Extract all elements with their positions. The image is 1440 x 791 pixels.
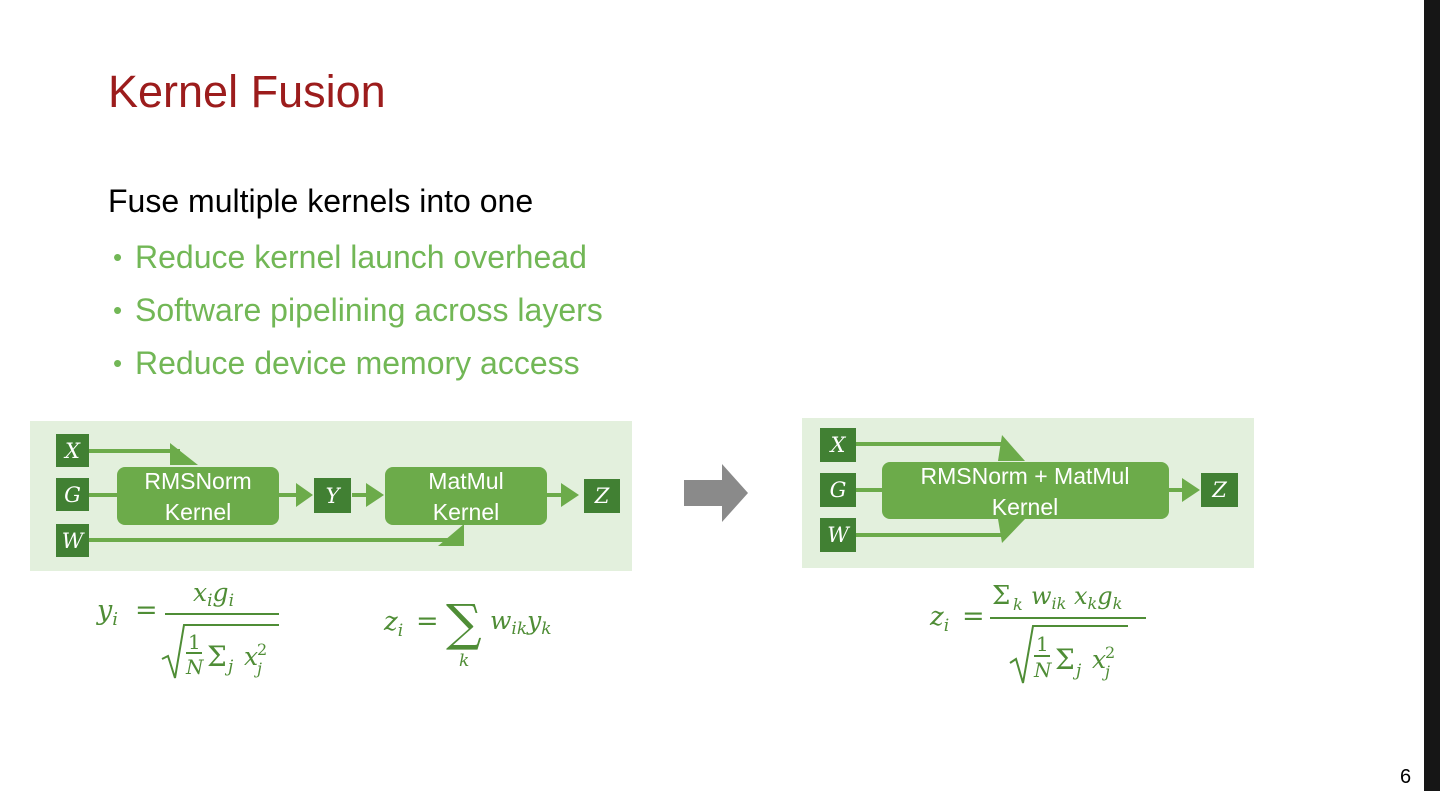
fused-kernel-box	[882, 462, 1169, 519]
fused-formula: zi = Σ k wik xkgk 1 N Σ j x j 2	[929, 581, 1146, 684]
norm-to-y-head	[296, 483, 313, 507]
intermediate-y-label: Y	[326, 484, 342, 508]
svg-text:Σ: Σ	[1055, 643, 1075, 676]
svg-text:1: 1	[1036, 632, 1049, 656]
svg-text:x: x	[1092, 645, 1106, 674]
svg-text:=: =	[962, 601, 985, 632]
svg-text:wik xkgk: wik xkgk	[1031, 582, 1122, 613]
bullet-item: • Reduce device memory access	[113, 342, 603, 395]
input-g-label: G	[64, 483, 81, 507]
input-w-label: W	[827, 523, 851, 547]
svg-text:N: N	[1033, 658, 1053, 682]
fused-diagram: X G W RMSNorm + MatMul Kernel Z	[802, 418, 1254, 568]
bullet-item: • Reduce kernel launch overhead	[113, 236, 603, 289]
output-z-label: Z	[1211, 478, 1227, 502]
svg-text:N: N	[185, 655, 205, 679]
svg-text:∑: ∑	[446, 594, 482, 652]
rmsnorm-kernel-label-1: RMSNorm	[144, 468, 251, 494]
svg-text:k: k	[1013, 595, 1023, 614]
svg-text:j: j	[1072, 661, 1082, 681]
input-x-box	[56, 434, 89, 467]
bullet-dot-icon: •	[113, 348, 123, 378]
right-arrow-icon	[684, 464, 748, 522]
svg-text:k: k	[459, 651, 469, 671]
bullet-item: • Software pipelining across layers	[113, 289, 603, 342]
svg-text:yi: yi	[96, 595, 118, 630]
page-number: 6	[1400, 766, 1412, 788]
unfused-diagram: X G W RMSNorm Kernel Y MatMul Kernel Z	[30, 421, 632, 571]
window-edge	[1424, 0, 1440, 791]
input-g-box	[56, 478, 89, 511]
svg-text:j: j	[1102, 662, 1110, 681]
svg-text:2: 2	[1105, 643, 1115, 662]
lead-text: Fuse multiple kernels into one	[108, 183, 534, 219]
x-arrow-head	[170, 443, 198, 465]
input-x-label: X	[829, 433, 847, 457]
fused-kernel-label-1: RMSNorm + MatMul	[921, 463, 1130, 489]
matmul-kernel-label-2: Kernel	[433, 499, 499, 525]
input-x-label: X	[63, 439, 81, 463]
kernel-to-z-head	[1182, 478, 1200, 502]
svg-text:=: =	[135, 595, 158, 626]
input-g-box	[820, 473, 856, 507]
svg-text:j: j	[254, 659, 262, 678]
fused-kernel-label-2: Kernel	[992, 494, 1058, 520]
slide-title: Kernel Fusion	[108, 66, 386, 117]
bullet-list: • Reduce kernel launch overhead • Software…	[113, 236, 603, 395]
bullet-text: Reduce device memory access	[135, 345, 580, 381]
matmul-kernel-label-1: MatMul	[428, 468, 503, 494]
svg-text:zi: zi	[929, 602, 949, 636]
rmsnorm-formula: yi = xigi 1 N Σ j x j 2	[96, 578, 279, 679]
input-x-box	[820, 428, 856, 462]
intermediate-y-box	[314, 478, 351, 513]
output-z-box	[584, 479, 620, 513]
matmul-to-z-head	[561, 483, 579, 507]
matmul-kernel-box	[385, 467, 547, 525]
input-w-box	[820, 518, 856, 552]
bullet-text: Reduce kernel launch overhead	[135, 239, 587, 275]
svg-text:=: =	[416, 606, 439, 637]
svg-text:x: x	[244, 642, 258, 671]
w-arrow-head	[438, 524, 464, 546]
w-arrow-head	[998, 519, 1025, 543]
svg-text:Σ: Σ	[207, 640, 227, 673]
bullet-dot-icon: •	[113, 295, 123, 325]
svg-text:2: 2	[257, 640, 267, 659]
bullet-dot-icon: •	[113, 242, 123, 272]
svg-text:1: 1	[188, 630, 201, 654]
output-z-label: Z	[594, 484, 610, 508]
y-to-matmul-head	[366, 483, 384, 507]
rmsnorm-kernel-box	[117, 467, 279, 525]
output-z-box	[1201, 473, 1238, 507]
svg-text:zi: zi	[383, 607, 403, 641]
bullet-text: Software pipelining across layers	[135, 292, 603, 328]
svg-text:xigi: xigi	[193, 578, 234, 611]
matmul-formula: zi = ∑ k wikyk	[383, 594, 552, 671]
x-arrow-head	[998, 435, 1025, 461]
svg-text:Σ: Σ	[992, 581, 1010, 611]
input-w-box	[56, 524, 89, 557]
input-w-label: W	[62, 529, 86, 553]
svg-text:wikyk: wikyk	[490, 606, 552, 639]
rmsnorm-kernel-label-2: Kernel	[165, 499, 231, 525]
input-g-label: G	[830, 478, 847, 502]
svg-text:j: j	[224, 657, 234, 677]
